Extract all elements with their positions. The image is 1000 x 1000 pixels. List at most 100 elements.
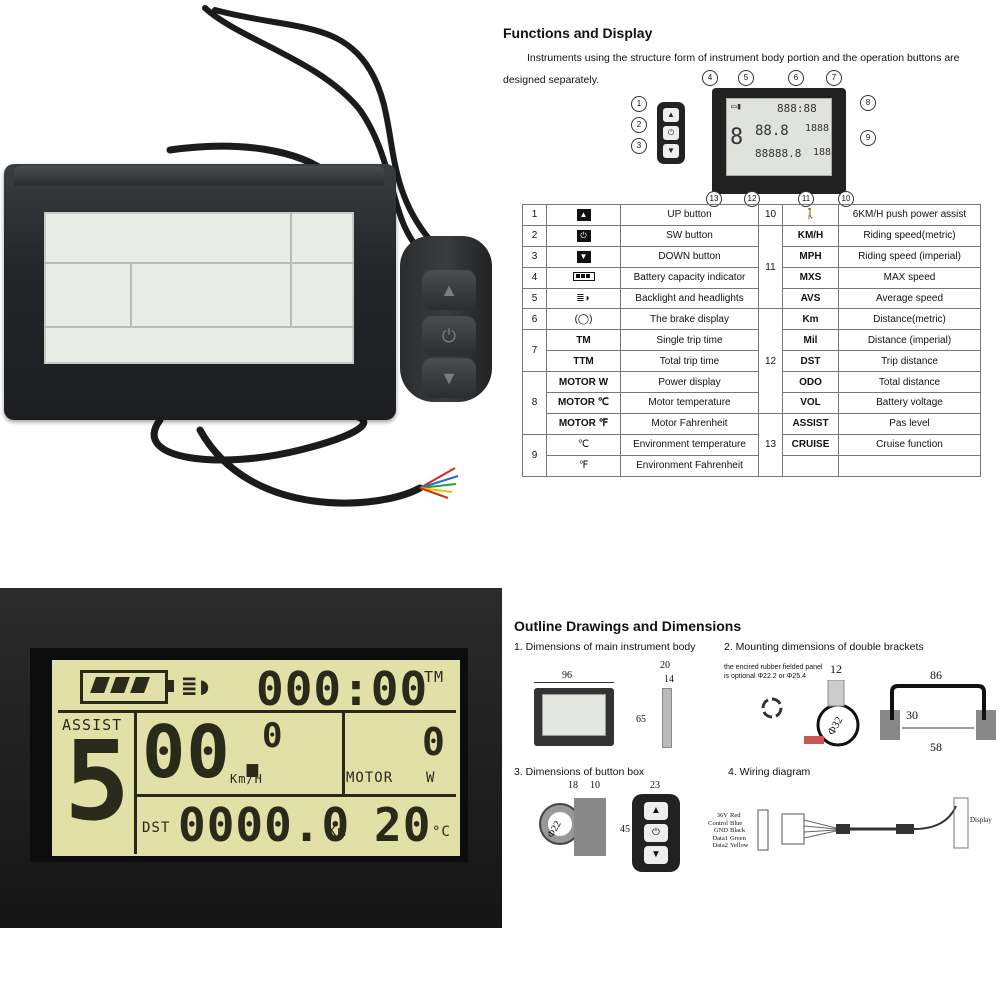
outline-up-icon: ▲ [644,802,668,820]
dim-86: 86 [930,668,942,682]
diagram-temp-digits: 188 [813,147,832,158]
rubber-note-2: is optional Φ22.2 or Φ25.4 [724,673,806,680]
rubber-note-1: the encired rubber fielded panel [724,664,823,671]
down-arrow-icon: ▼ [576,250,591,263]
dim-96: 96 [562,670,572,681]
button-pod: ▲ ⏻ ▼ [400,236,492,402]
diagram-speed-digits: 88.8 [755,123,789,139]
walk-icon: 🚶 [804,209,817,221]
callout-3: 3 [631,138,647,154]
outline-sec2-label: 2. Mounting dimensions of double bracket… [724,641,924,653]
outline-sec4-label: 4. Wiring diagram [728,766,811,778]
dim-30: 30 [906,708,918,722]
pod-up-button[interactable]: ▲ [422,270,476,310]
table-row: 6 (◯) The brake display 12 Km Distance(m… [522,308,981,414]
dim-23: 23 [650,780,660,791]
table-row: MOTOR ℉ Motor Fahrenheit 13 ASSIST Pas l… [523,412,981,477]
table-row: MOTOR ℃ Motor temperature VOL Battery vo… [523,392,981,414]
outline-sec1-label: 1. Dimensions of main instrument body [514,641,696,653]
callout-8: 8 [860,95,876,111]
cable-drawing [150,5,459,507]
battery-icon [572,271,595,281]
table-row: 4 Battery capacity indicator MXS MAX spe… [522,266,981,289]
lcd-motor-value: 0 [422,720,446,764]
functions-title: Functions and Display [503,25,653,41]
lcd-speed: 00. [142,710,276,794]
headlight-icon: ≣◗ [576,293,591,304]
dim-10: 10 [590,780,600,791]
diagram-button-box: ▲ ⏻ ▼ [657,102,685,164]
table-row: 7 TM Single trip time Mil Distance (impe… [522,329,981,373]
display-housing-top [14,166,384,186]
callout-4: 4 [702,70,718,86]
bracket-clamp-drawing [761,680,860,747]
diagram-display-screen: ▭▮ 888:88 8 88.8 1888 88888.8 188 [726,98,832,176]
callout-7: 7 [826,70,842,86]
brake-icon: (◯) [574,313,593,325]
table-row: 2 ⏻ SW button 11 KM/H Riding speed(metri… [522,224,981,310]
callout-5: 5 [738,70,754,86]
wiring-left-labels: 36V Control GND Data1 Data2 [708,812,728,849]
diagram-time-digits: 888:88 [777,102,817,115]
outline-sec3-label: 3. Dimensions of button box [514,766,645,778]
display-unit-photo: ▲ ⏻ ▼ [0,0,492,520]
lcd-motor-unit: W [426,770,436,786]
callout-9: 9 [860,130,876,146]
lcd-distance-unit: Km [328,824,347,840]
lcd-motor-label: MOTOR [346,770,394,786]
outline-title: Outline Drawings and Dimensions [514,618,742,634]
wiring-display-label: Display [970,816,992,824]
functions-table: 1 ▲ UP button 10 🚶 6KM/H push power assi… [522,204,981,477]
diagram-motor-digits: 1888 [805,123,830,134]
callout-6: 6 [788,70,804,86]
table-row: 9 ℃ Environment temperature CRUISE Cruis… [522,433,981,477]
dim-45: 45 [620,824,630,835]
bracket-side-drawing [880,684,996,740]
wire-ends [419,467,459,499]
callout-13: 13 [706,191,722,207]
dim-12: 12 [830,662,842,676]
table-row: TTM Total trip time DST Trip distance [523,350,981,373]
functions-description: Instruments using the structure form of … [503,52,960,86]
dim-65: 65 [636,714,646,725]
lcd-distance: 0000.0 [178,798,351,852]
dim-58: 58 [930,740,942,754]
table-row: ℉ Environment Fahrenheit [523,454,981,477]
button-box-drawing: ▲ ⏻ ▼ [632,794,680,872]
lcd-temperature: 20 [374,798,432,852]
up-arrow-icon: ▲ [576,208,591,221]
outline-side-profile [662,688,672,748]
diagram-battery-icon: ▭▮ [731,102,742,112]
diagram-power-icon: ⏻ [663,126,679,140]
diagram-down-icon: ▼ [663,144,679,158]
lcd-time-unit: TM [424,668,445,686]
lcd-headlight-icon: ≣◗ [182,672,213,700]
table-row: 8 MOTOR W Power display ODO Total distan… [522,371,981,435]
display-screen-blank [44,212,354,364]
pod-down-button[interactable]: ▼ [422,358,476,398]
lcd-dst-label: DST [142,820,171,836]
button-box-clamp-drawing [539,798,606,856]
dim-18: 18 [568,780,578,791]
lcd-screen: ≣◗ 000:00 TM ASSIST 5 00. 0 Km/H MOTOR 0… [52,660,460,856]
outline-power-icon: ⏻ [644,824,668,842]
callout-1: 1 [631,96,647,112]
lcd-temp-unit: °C [432,824,451,840]
power-icon: ⏻ [576,229,591,242]
dim-20: 20 [660,660,670,671]
lcd-assist-level: 5 [64,717,132,845]
lcd-assist-label: ASSIST [62,716,123,734]
lcd-battery-icon [80,670,168,704]
callout-2: 2 [631,117,647,133]
table-row: 3 ▼ DOWN button MPH Riding speed (imperi… [522,245,981,268]
table-row: 5 ≣◗ Backlight and headlights AVS Averag… [522,287,981,310]
diagram-up-icon: ▲ [663,108,679,122]
wiring-color-labels: Red Blue Black Green Yellow [730,812,749,849]
outline-down-icon: ▼ [644,846,668,864]
lcd-time: 000:00 [256,662,429,716]
wiring-diagram-drawing [757,797,969,851]
pod-power-button[interactable]: ⏻ [422,316,476,356]
table-row: 1 ▲ UP button 10 🚶 6KM/H push power assi… [522,204,981,226]
diagram-assist-digit: 8 [730,125,744,150]
dim-14: 14 [664,674,674,685]
